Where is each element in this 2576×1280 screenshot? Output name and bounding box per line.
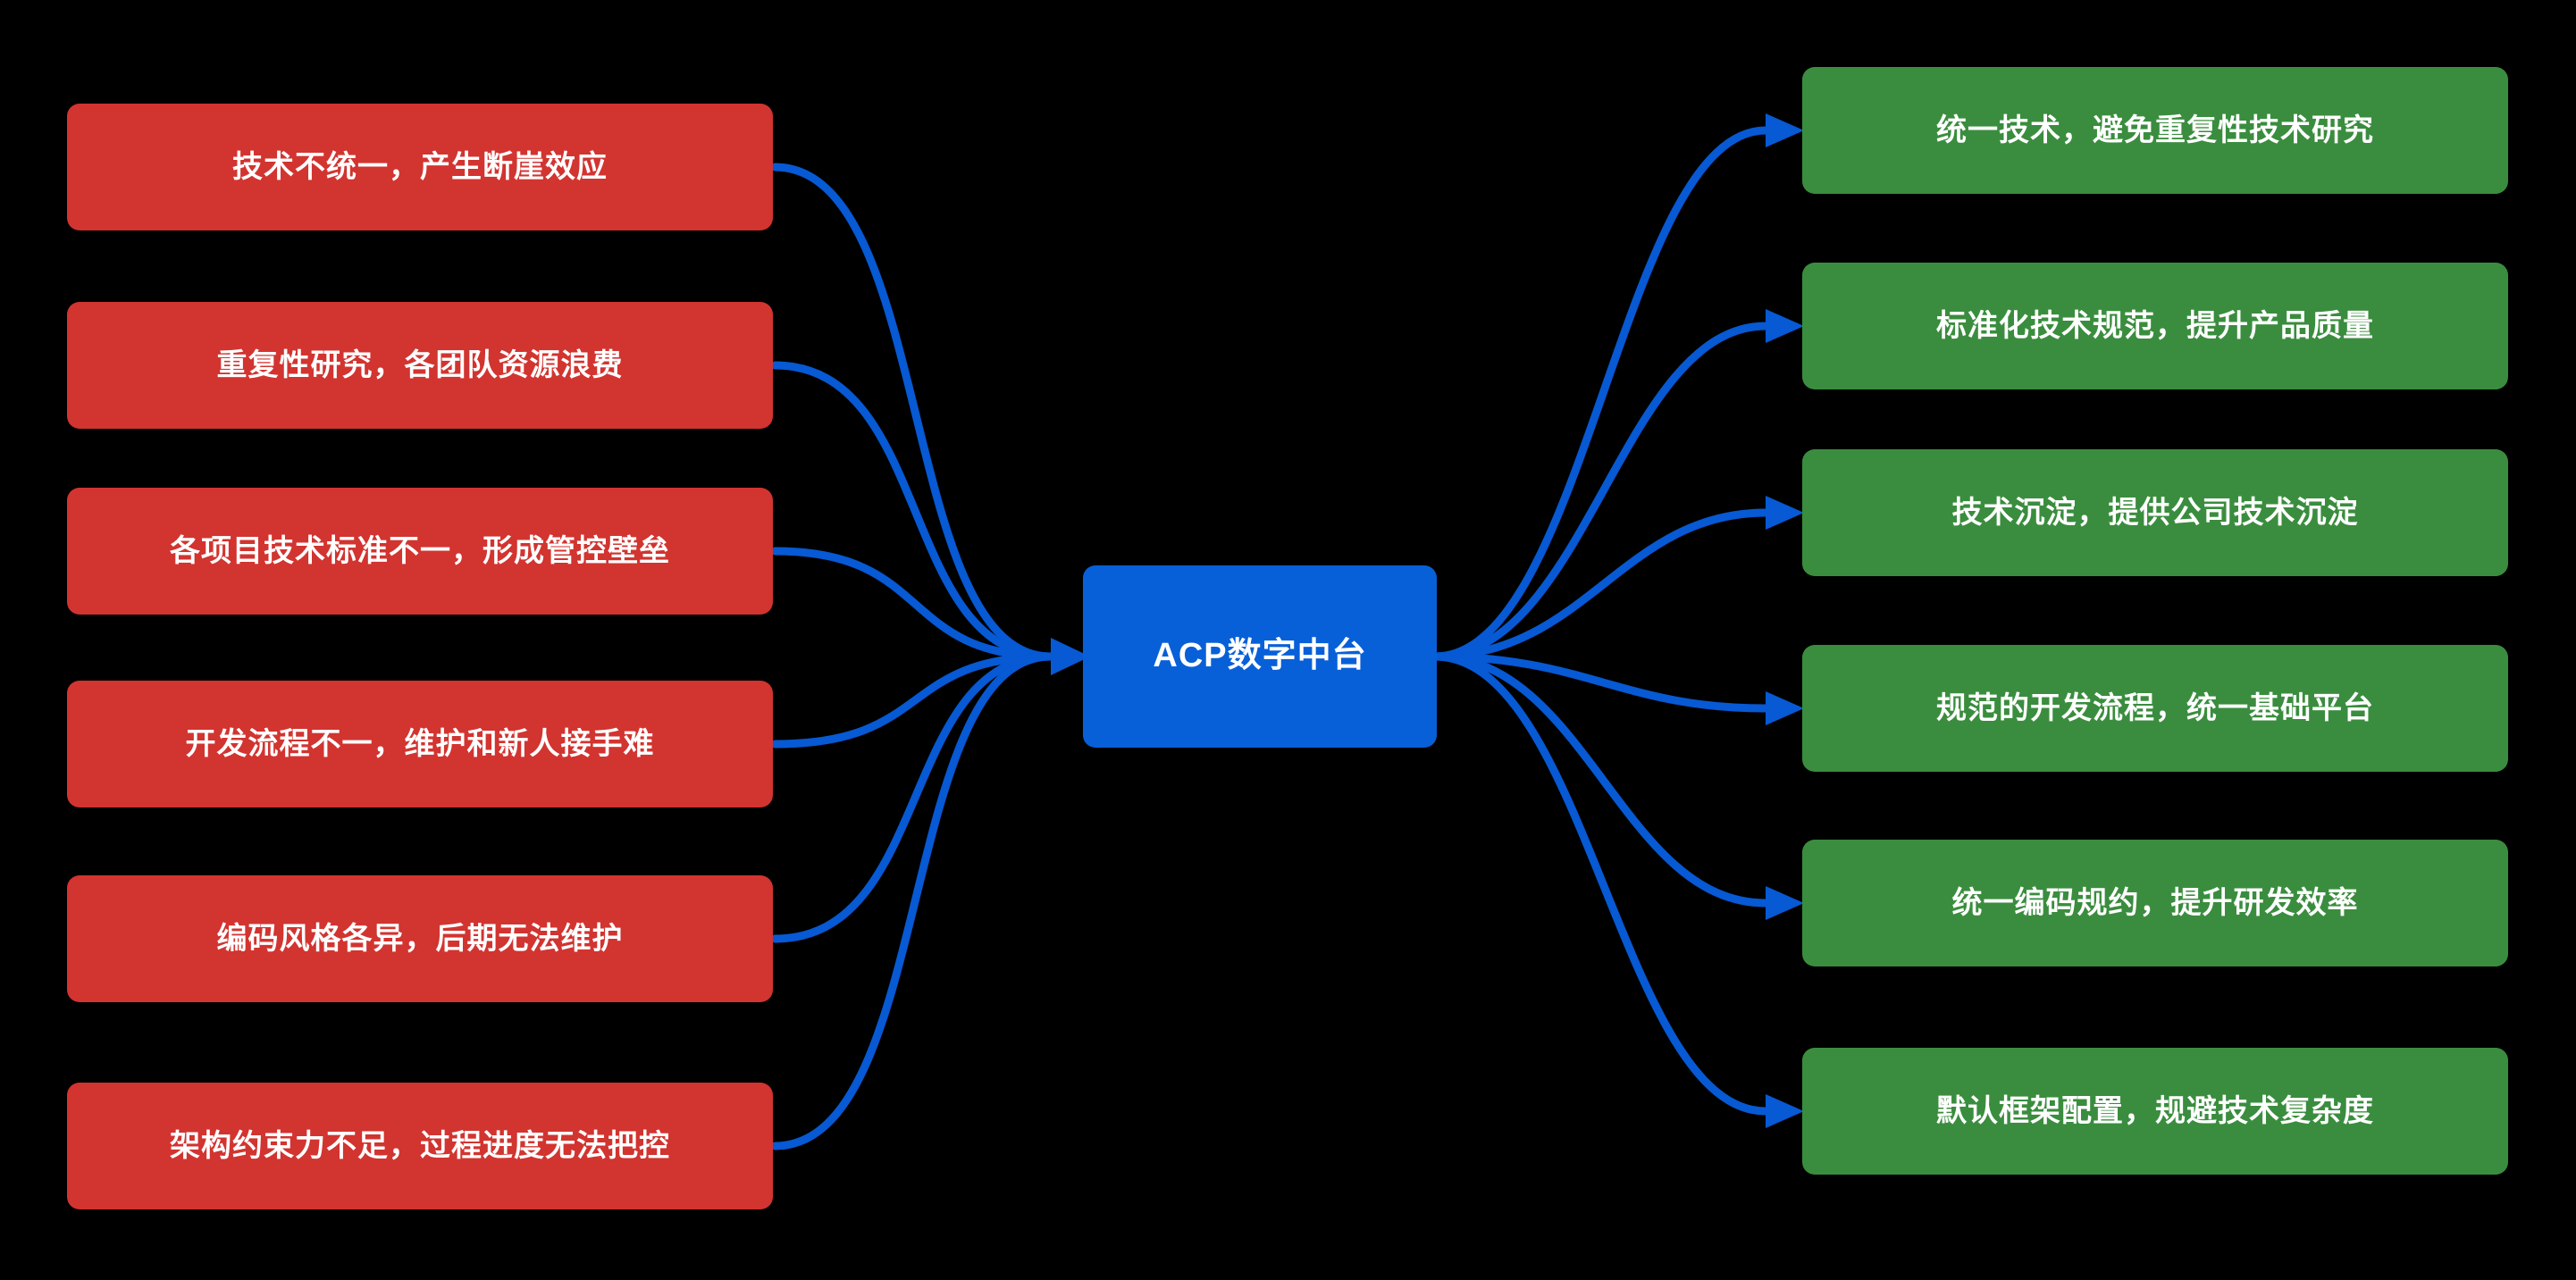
center-node[interactable]: ACP数字中台 (1083, 565, 1437, 748)
benefit-node-4[interactable]: 规范的开发流程，统一基础平台 (1802, 645, 2508, 772)
connector-benefit-4 (1431, 652, 1770, 713)
problem-node-2[interactable]: 重复性研究，各团队资源浪费 (67, 302, 773, 429)
connector-problem-6 (770, 652, 1055, 1150)
arrowhead-benefit-5-icon (1766, 886, 1804, 920)
connector-problem-2 (770, 361, 1055, 661)
problem-node-6[interactable]: 架构约束力不足，过程进度无法把控 (67, 1083, 773, 1209)
connector-benefit-2 (1431, 322, 1770, 661)
connector-problem-3 (770, 547, 1055, 661)
arrowhead-benefit-4-icon (1766, 691, 1804, 725)
connector-benefit-6 (1431, 652, 1770, 1116)
benefit-node-1-label: 统一技术，避免重复性技术研究 (1936, 113, 2374, 147)
connector-benefit-5 (1431, 652, 1770, 908)
benefit-node-1[interactable]: 统一技术，避免重复性技术研究 (1802, 67, 2508, 194)
benefit-node-3[interactable]: 技术沉淀，提供公司技术沉淀 (1802, 449, 2508, 576)
problem-node-2-label: 重复性研究，各团队资源浪费 (216, 347, 624, 382)
benefit-node-3-label: 技术沉淀，提供公司技术沉淀 (1951, 495, 2359, 530)
connector-problem-5 (770, 652, 1055, 943)
problem-node-1-label: 技术不统一，产生断崖效应 (232, 149, 608, 184)
connector-benefit-1 (1431, 126, 1770, 661)
problem-node-6-label: 架构约束力不足，过程进度无法把控 (170, 1128, 670, 1163)
problem-node-3[interactable]: 各项目技术标准不一，形成管控壁垒 (67, 488, 773, 615)
problem-node-5-label: 编码风格各异，后期无法维护 (216, 921, 624, 956)
benefit-node-4-label: 规范的开发流程，统一基础平台 (1936, 690, 2374, 725)
benefit-node-2-label: 标准化技术规范，提升产品质量 (1936, 308, 2374, 343)
arrowhead-center-icon (1051, 638, 1090, 675)
connector-benefit-3 (1431, 508, 1770, 661)
arrowhead-benefit-3-icon (1766, 496, 1804, 530)
arrowhead-benefit-2-icon (1766, 309, 1804, 343)
problem-node-3-label: 各项目技术标准不一，形成管控壁垒 (170, 533, 670, 568)
arrowhead-benefit-6-icon (1766, 1094, 1804, 1128)
benefit-node-5[interactable]: 统一编码规约，提升研发效率 (1802, 840, 2508, 966)
benefit-node-2[interactable]: 标准化技术规范，提升产品质量 (1802, 263, 2508, 389)
problem-node-1[interactable]: 技术不统一，产生断崖效应 (67, 104, 773, 230)
benefit-node-6-label: 默认框架配置，规避技术复杂度 (1936, 1093, 2374, 1128)
center-node-label: ACP数字中台 (1153, 637, 1367, 675)
problem-node-5[interactable]: 编码风格各异，后期无法维护 (67, 875, 773, 1002)
connector-problem-4 (770, 652, 1055, 749)
connector-problem-1 (770, 163, 1055, 661)
benefit-node-5-label: 统一编码规约，提升研发效率 (1951, 885, 2359, 920)
problem-node-4[interactable]: 开发流程不一，维护和新人接手难 (67, 681, 773, 807)
arrowhead-benefit-1-icon (1766, 113, 1804, 147)
problem-node-4-label: 开发流程不一，维护和新人接手难 (185, 726, 655, 761)
benefit-node-6[interactable]: 默认框架配置，规避技术复杂度 (1802, 1048, 2508, 1175)
